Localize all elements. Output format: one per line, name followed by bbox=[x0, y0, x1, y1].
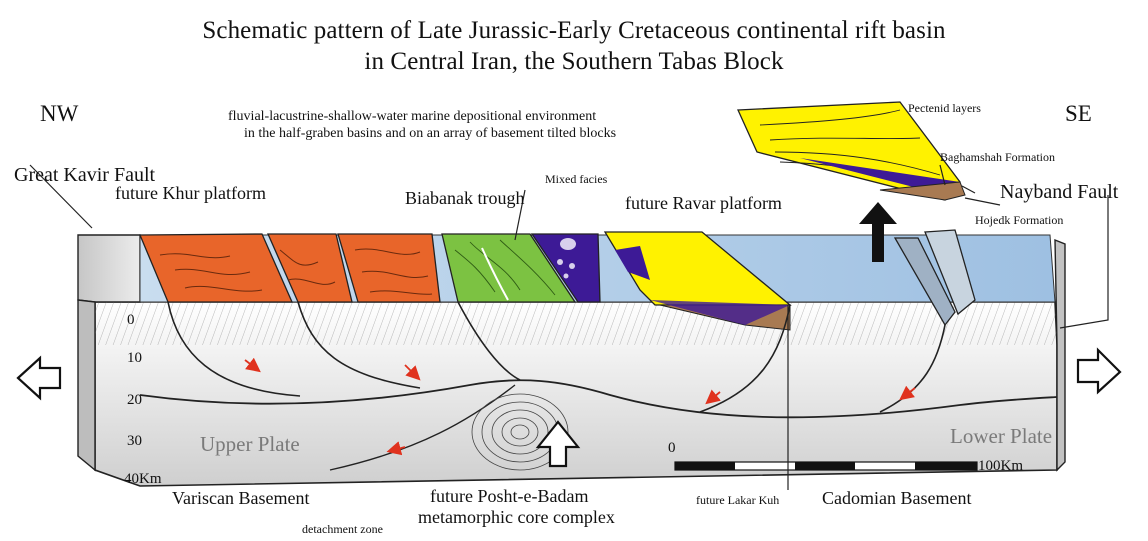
depth-tick-40: 40Km bbox=[124, 471, 162, 488]
cadomian-basement-label: Cadomian Basement bbox=[822, 488, 971, 509]
depth-tick-10: 10 bbox=[127, 350, 142, 367]
left-side-face bbox=[78, 235, 140, 302]
depth-tick-20: 20 bbox=[127, 392, 142, 409]
detachment-zone-label: detachment zone bbox=[302, 522, 383, 537]
environment-note-line-1: fluvial-lacustrine-shallow-water marine … bbox=[228, 109, 596, 125]
future-lakar-kuh-label: future Lakar Kuh bbox=[696, 493, 779, 508]
future-khur-platform-label: future Khur platform bbox=[115, 183, 266, 204]
right-side-face bbox=[1055, 240, 1065, 470]
biabanak-trough-label: Biabanak trough bbox=[405, 188, 524, 209]
scale-bar-end: 100Km bbox=[978, 458, 1023, 475]
nw-extension-arrow bbox=[18, 358, 60, 398]
mixed-facies-label: Mixed facies bbox=[545, 172, 607, 187]
variscan-basement-label: Variscan Basement bbox=[172, 488, 309, 509]
scale-bar-start: 0 bbox=[668, 440, 676, 457]
hojedk-formation-label: Hojedk Formation bbox=[975, 213, 1063, 228]
lower-plate-label: Lower Plate bbox=[950, 424, 1052, 449]
upper-plate-label: Upper Plate bbox=[200, 432, 300, 457]
depth-tick-0: 0 bbox=[127, 312, 135, 329]
pectenid-layers-label: Pectenid layers bbox=[908, 101, 981, 116]
scale-bar bbox=[675, 462, 977, 470]
se-label: SE bbox=[1065, 101, 1092, 127]
future-ravar-platform-label: future Ravar platform bbox=[625, 193, 782, 214]
core-complex-label-line-2: metamorphic core complex bbox=[418, 507, 615, 528]
baghamshah-formation-label: Baghamshah Formation bbox=[940, 150, 1055, 165]
nayband-fault-label: Nayband Fault bbox=[1000, 181, 1118, 204]
nw-label: NW bbox=[40, 101, 78, 127]
depth-tick-30: 30 bbox=[127, 433, 142, 450]
core-complex-label-line-1: future Posht-e-Badam bbox=[430, 486, 588, 507]
se-extension-arrow bbox=[1078, 350, 1120, 392]
environment-note-line-2: in the half-graben basins and on an arra… bbox=[244, 126, 616, 142]
